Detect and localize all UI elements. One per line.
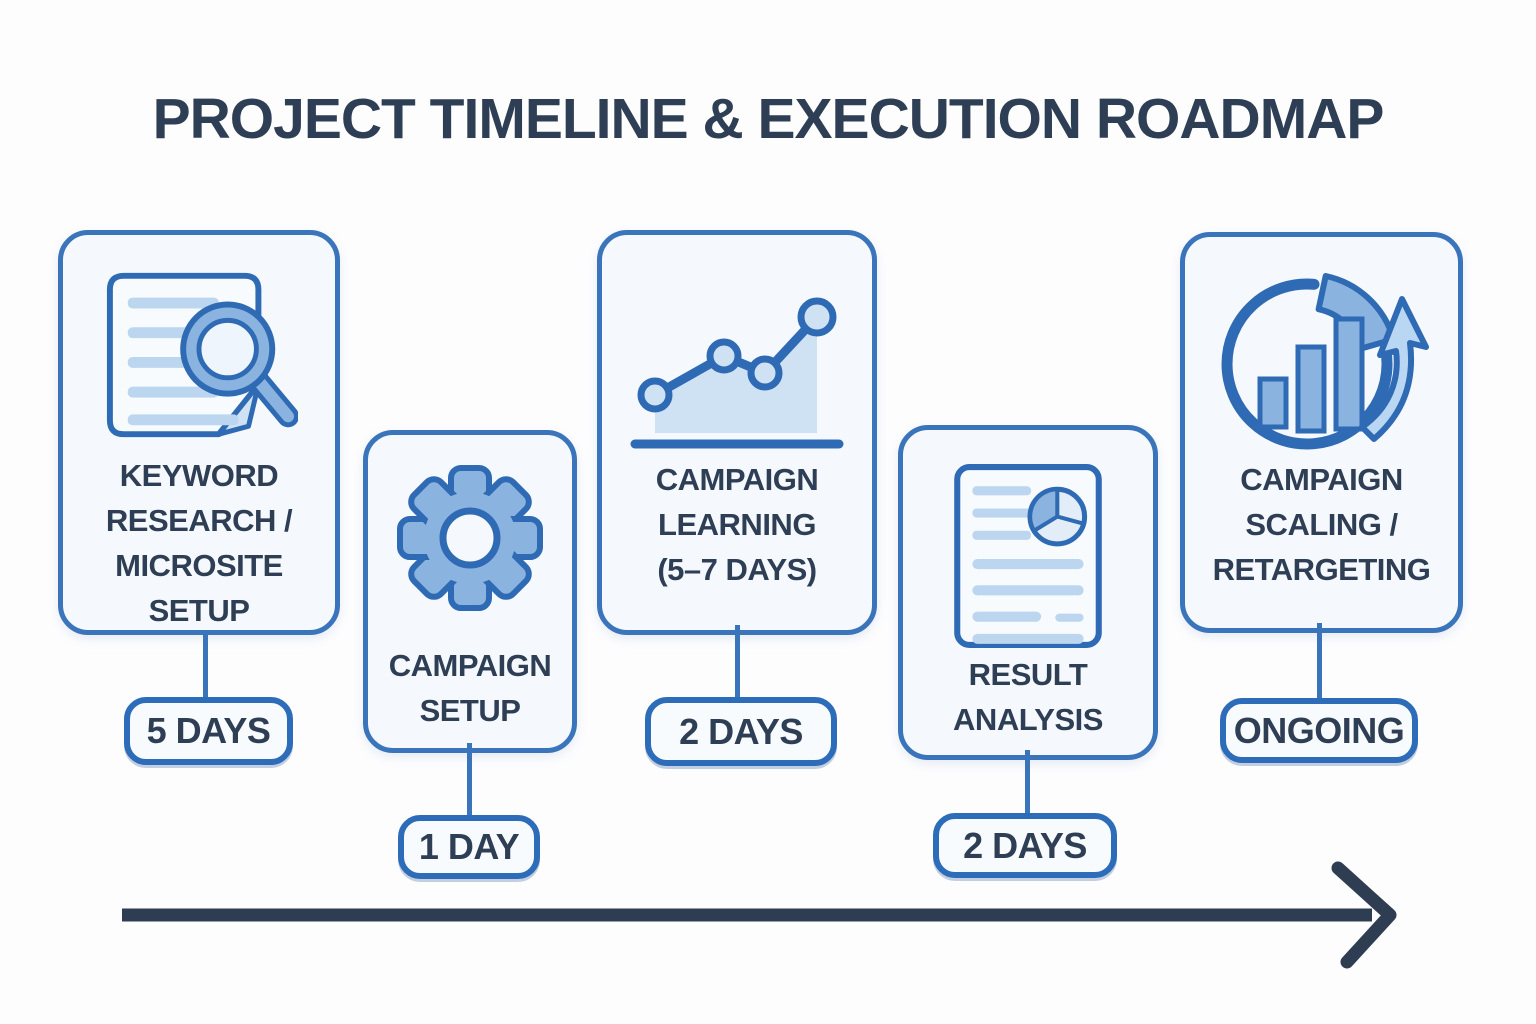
step-label: RESULT ANALYSIS [953, 657, 1103, 737]
step-card-campaign-setup: CAMPAIGN SETUP [363, 430, 577, 753]
duration-badge: 1 DAY [398, 815, 540, 879]
step-label: KEYWORD RESEARCH / MICROSITE SETUP [105, 458, 293, 628]
line-chart-icon [602, 283, 872, 453]
gear-icon [368, 463, 572, 613]
connector-line [467, 743, 472, 815]
document-search-icon [63, 269, 335, 441]
page-title: PROJECT TIMELINE & EXECUTION ROADMAP [152, 87, 1385, 151]
connector-line [735, 625, 740, 697]
step-card-result-analysis: RESULT ANALYSIS [898, 425, 1158, 760]
step-label: CAMPAIGN SCALING / RETARGETING [1212, 462, 1431, 587]
step-card-keyword-research: KEYWORD RESEARCH / MICROSITE SETUP [58, 230, 340, 635]
timeline-arrow [122, 861, 1397, 969]
step-card-campaign-learning: CAMPAIGN LEARNING (5–7 DAYS) [597, 230, 877, 635]
connector-line [1317, 623, 1322, 698]
duration-badge: 2 DAYS [645, 697, 837, 766]
duration-badge: ONGOING [1220, 698, 1418, 763]
document-pie-chart-icon [903, 462, 1153, 650]
growth-cycle-icon [1185, 259, 1458, 464]
duration-badge: 2 DAYS [933, 813, 1117, 878]
step-label: CAMPAIGN LEARNING (5–7 DAYS) [655, 462, 819, 587]
duration-badge: 5 DAYS [124, 697, 293, 765]
step-card-campaign-scaling: CAMPAIGN SCALING / RETARGETING [1180, 232, 1463, 633]
connector-line [203, 630, 208, 697]
connector-line [1025, 750, 1030, 813]
step-label: CAMPAIGN SETUP [388, 648, 552, 728]
